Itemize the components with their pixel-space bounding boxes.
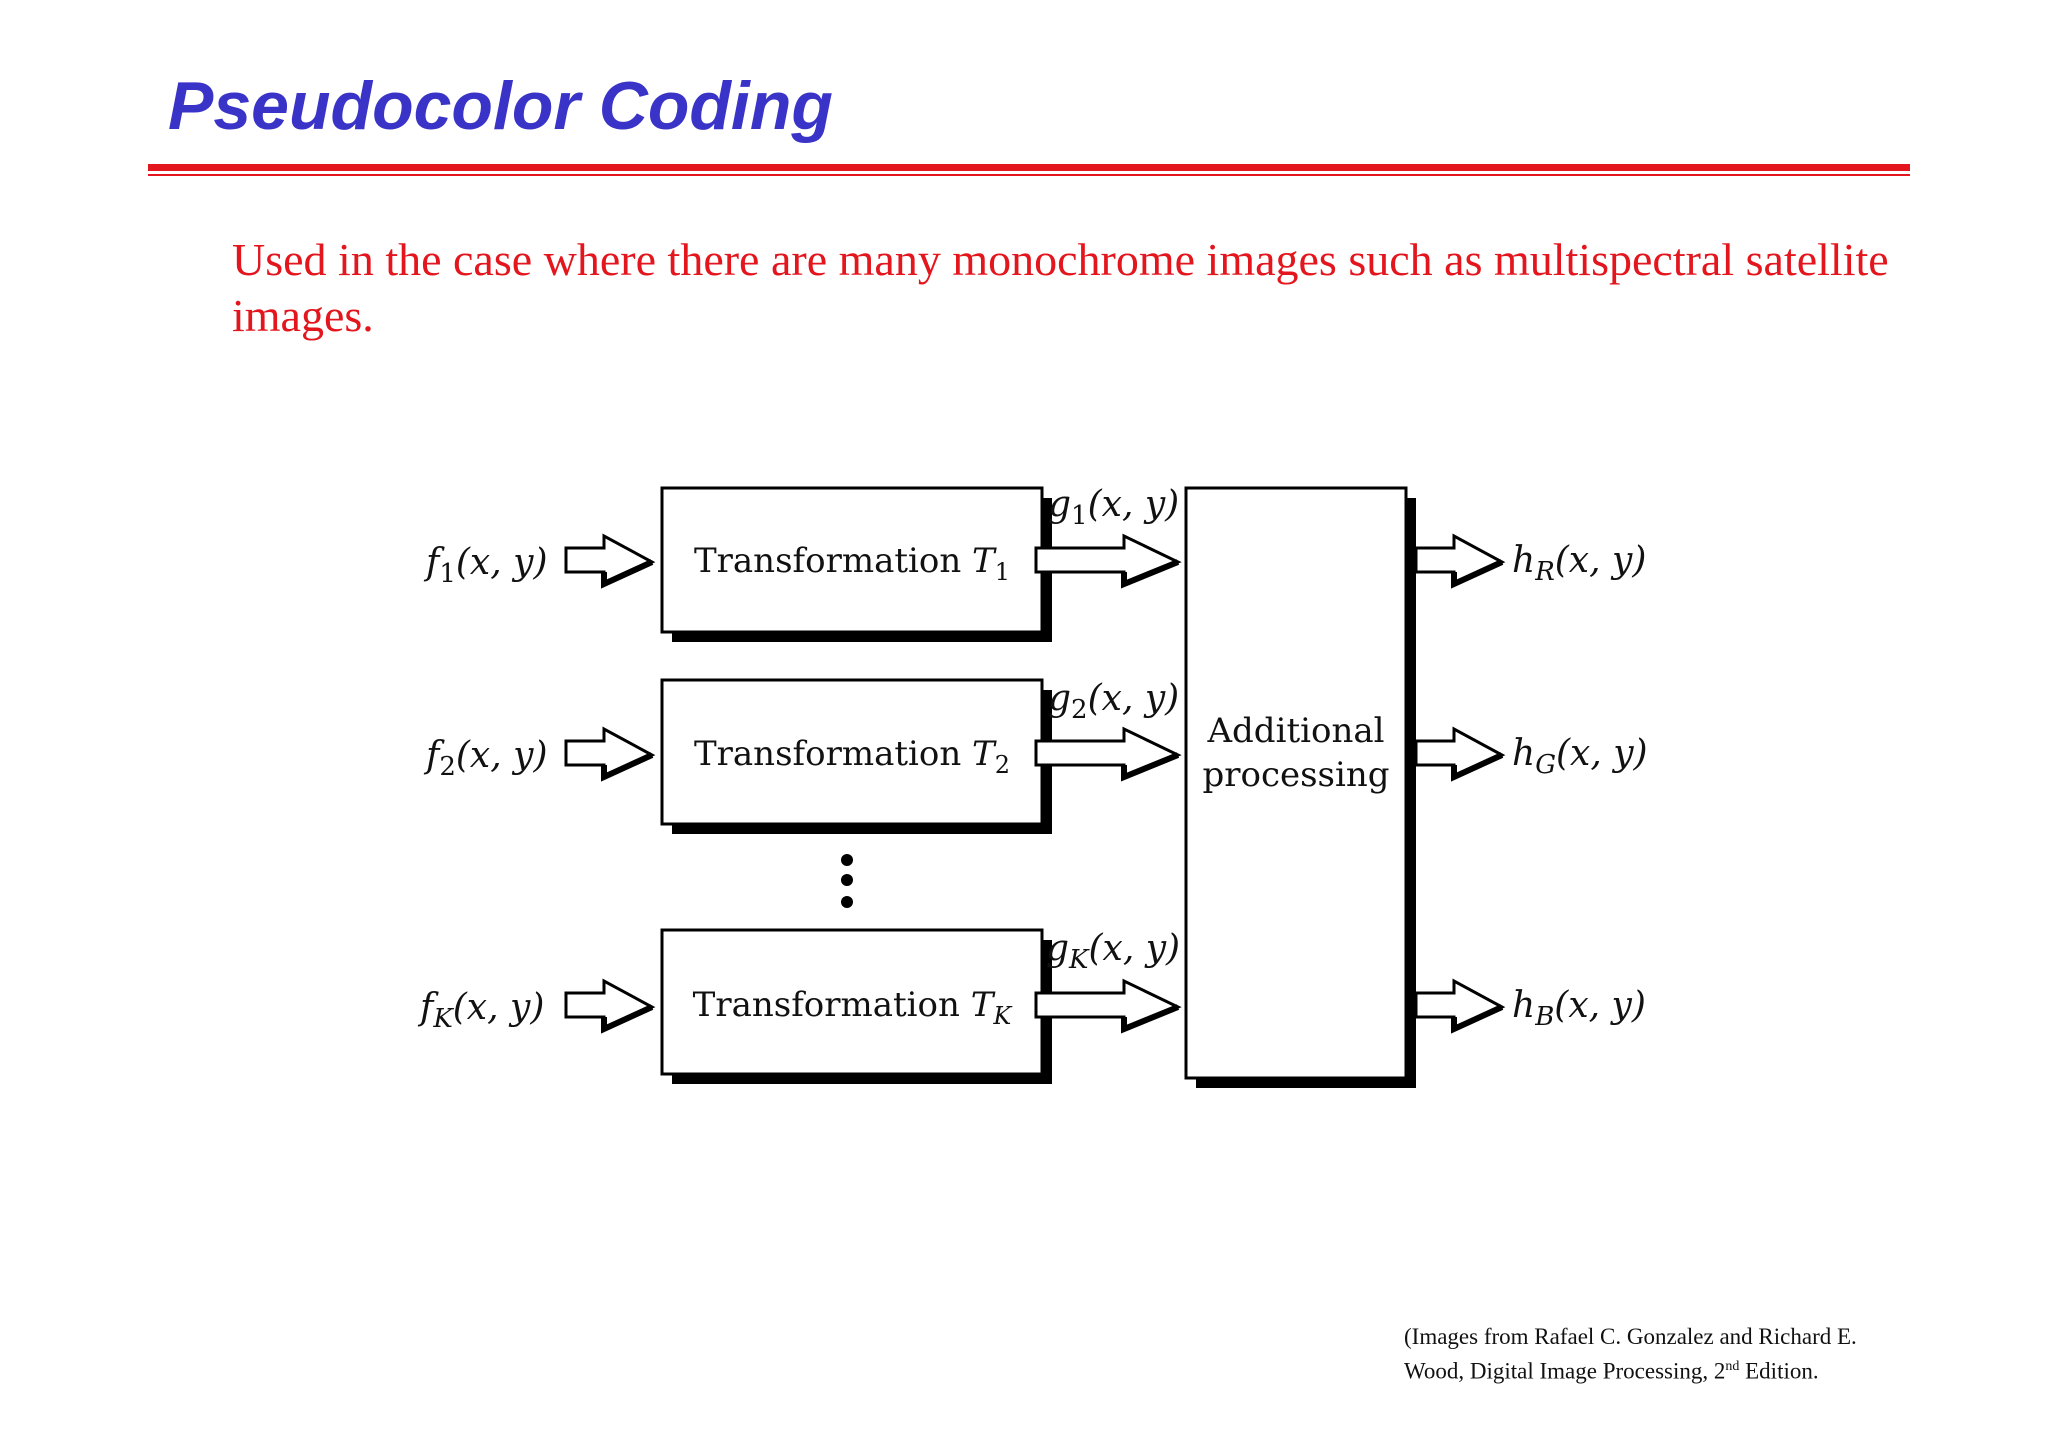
transformation-box-k <box>660 928 1044 1076</box>
additional-processing-box <box>1184 486 1408 1080</box>
output-arrow-r <box>1416 536 1502 584</box>
diagram-row-k: fK(x, y) Transformation TK gK(x, y) <box>417 928 1180 1084</box>
output-label-hg: hG(x, y) <box>1512 733 1648 780</box>
input-label-f2: f2(x, y) <box>423 735 548 782</box>
image-citation: (Images from Rafael C. Gonzalez and Rich… <box>1404 1322 1924 1387</box>
transformation-box-2 <box>660 678 1044 826</box>
slide-subtitle: Used in the case where there are many mo… <box>232 234 1889 341</box>
slide-title: Pseudocolor Coding <box>168 68 833 144</box>
citation-line2-post: Edition. <box>1739 1358 1819 1384</box>
processing-label-line2: processing <box>1202 755 1389 795</box>
middle-arrow-k <box>1036 981 1178 1029</box>
citation-sup: nd <box>1725 1359 1740 1374</box>
processing-label-line1: Additional <box>1206 711 1384 751</box>
diagram-row-1: f1(x, y) Transformation T1 g1(x, y) <box>423 484 1179 642</box>
middle-arrow-2 <box>1036 729 1178 777</box>
output-label-hb: hB(x, y) <box>1512 985 1646 1032</box>
input-arrow-2 <box>566 729 652 777</box>
output-label-g2: g2(x, y) <box>1048 678 1179 725</box>
citation-line2-pre: Wood, Digital Image Processing, 2 <box>1404 1358 1726 1384</box>
vertical-ellipsis <box>841 854 853 908</box>
output-arrow-b <box>1416 981 1502 1029</box>
title-underline <box>148 164 1910 171</box>
title-underline-thin <box>148 174 1910 176</box>
middle-arrow-1 <box>1036 536 1178 584</box>
transformation-label-k: Transformation TK <box>693 985 1014 1030</box>
input-arrow-1 <box>566 536 652 584</box>
citation-line1: (Images from Rafael C. Gonzalez and Rich… <box>1404 1324 1857 1349</box>
diagram-row-2: f2(x, y) Transformation T2 g2(x, y) <box>423 678 1179 834</box>
transformation-label-1: Transformation T1 <box>694 541 1010 586</box>
output-label-gk: gK(x, y) <box>1046 928 1180 975</box>
input-label-fk: fK(x, y) <box>417 987 544 1034</box>
transformation-label-2: Transformation T2 <box>694 734 1010 779</box>
output-label-g1: g1(x, y) <box>1048 484 1179 531</box>
output-arrow-g <box>1416 729 1502 777</box>
input-arrow-k <box>566 981 652 1029</box>
input-label-f1: f1(x, y) <box>423 542 548 589</box>
output-label-hr: hR(x, y) <box>1512 540 1646 587</box>
transformation-box-1 <box>660 486 1044 634</box>
